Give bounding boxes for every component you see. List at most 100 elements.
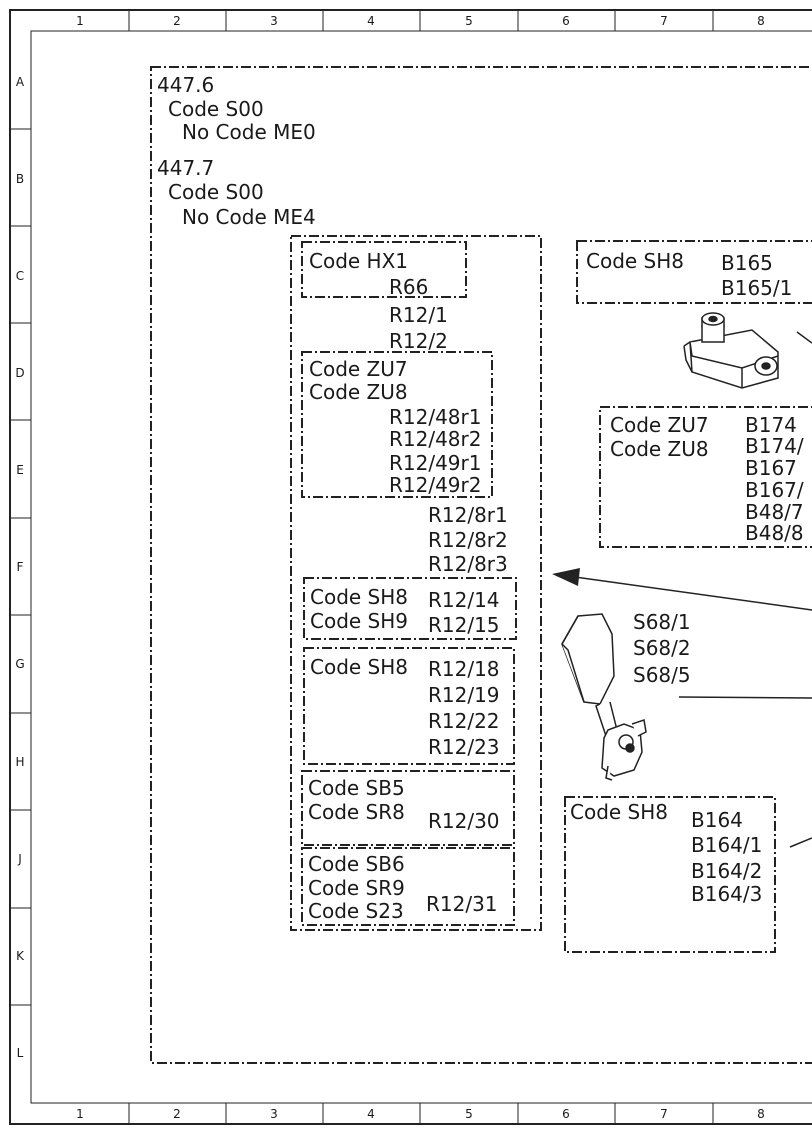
b165-leader: [796, 331, 812, 344]
component-label: B48/7: [745, 500, 804, 524]
col-label: 2: [173, 14, 181, 28]
option-code: Code SB6: [308, 852, 405, 876]
box-zu-r12: [301, 351, 493, 498]
box-zu-b: [599, 406, 812, 548]
component-label: R12/30: [428, 809, 500, 833]
component-label: R12/18: [428, 657, 500, 681]
box-hx1: [301, 241, 467, 298]
component-label: B174/: [745, 434, 804, 458]
component-label: B165: [721, 251, 773, 275]
row-label: A: [15, 75, 25, 89]
s68-leader: [678, 696, 812, 699]
component-label: S68/5: [633, 663, 691, 687]
col-label-bottom: 3: [270, 1107, 278, 1121]
component-label: R12/22: [428, 709, 500, 733]
component-label: R12/8r2: [428, 528, 508, 552]
hx1-code: Code HX1: [309, 249, 409, 273]
ruler-top-dividers: [128, 10, 714, 31]
component-label: R12/14: [428, 588, 500, 612]
group-id: 447.7: [157, 156, 215, 180]
component-label: R12/49r1: [389, 451, 482, 475]
component-label: R12/8r1: [428, 503, 508, 527]
sensor-illustration: [683, 312, 779, 389]
component-label: R66: [389, 275, 429, 299]
row-label: H: [15, 755, 25, 769]
component-label: B48/8: [745, 521, 804, 545]
component-label: R12/31: [426, 892, 498, 916]
group-no-code: No Code ME0: [182, 120, 316, 144]
option-code: Code SH8: [310, 585, 409, 609]
row-label: C: [15, 269, 25, 283]
component-label: B164/3: [691, 882, 763, 906]
component-label: R12/48r1: [389, 405, 482, 429]
option-code: Code SH8: [570, 800, 669, 824]
box-sh8-b165: [576, 240, 812, 304]
option-code: Code ZU8: [610, 437, 709, 461]
col-label: 5: [465, 14, 473, 28]
col-label: 7: [660, 14, 668, 28]
component-label: R12/23: [428, 735, 500, 759]
option-code: Code ZU8: [309, 380, 408, 404]
row-label: K: [16, 949, 24, 963]
outer-frame: [9, 9, 812, 1125]
option-code: Code ZU7: [309, 357, 408, 381]
row-label: B: [15, 172, 25, 186]
row-label: D: [15, 366, 25, 380]
row-label: J: [18, 852, 22, 866]
box-sh8-b164: [564, 796, 776, 953]
component-label: R12/1: [389, 303, 448, 327]
component-label: R12/49r2: [389, 473, 482, 497]
col-label-bottom: 7: [660, 1107, 668, 1121]
component-label: R12/2: [389, 329, 448, 353]
box-sb5: [301, 770, 515, 846]
option-code: Code SH8: [586, 249, 685, 273]
component-label: B167/: [745, 478, 804, 502]
component-label: R12/19: [428, 683, 500, 707]
option-code: Code ZU7: [610, 413, 709, 437]
component-label: S68/1: [633, 610, 691, 634]
option-code: Code SB5: [308, 776, 405, 800]
leader-lines: [552, 331, 812, 848]
group-no-code: No Code ME4: [182, 205, 316, 229]
col-label: 8: [757, 14, 765, 28]
component-label: B174: [745, 413, 797, 437]
col-label-bottom: 2: [173, 1107, 181, 1121]
col-label-bottom: 1: [76, 1107, 84, 1121]
option-code: Code SR9: [308, 876, 405, 900]
col-label-bottom: 4: [367, 1107, 375, 1121]
ruler-bottom-dividers: [128, 1103, 714, 1124]
option-code: Code SR8: [308, 800, 405, 824]
option-code: Code SH9: [310, 609, 409, 633]
arrow-line: [574, 576, 812, 611]
row-label: G: [15, 657, 25, 671]
row-label: E: [16, 463, 24, 477]
option-code: Code SH8: [310, 655, 409, 679]
b164-leader: [789, 837, 812, 848]
option-code: Code S23: [308, 899, 404, 923]
row-label: L: [16, 1046, 24, 1060]
component-label: B167: [745, 456, 797, 480]
component-label: B164: [691, 808, 743, 832]
component-label: B164/2: [691, 859, 763, 883]
component-label: B165/1: [721, 276, 793, 300]
component-label: R12/48r2: [389, 427, 482, 451]
group-code: Code S00: [168, 180, 264, 204]
col-label: 1: [76, 14, 84, 28]
arrow-head: [552, 568, 580, 586]
group-code: Code S00: [168, 97, 264, 121]
group-id: 447.6: [157, 73, 215, 97]
col-label-bottom: 5: [465, 1107, 473, 1121]
box-r12-main: [290, 235, 542, 931]
col-label-bottom: 6: [562, 1107, 570, 1121]
component-label: R12/15: [428, 613, 500, 637]
component-label: R12/8r3: [428, 552, 508, 576]
box-447: [150, 66, 812, 1064]
inner-frame: [30, 30, 812, 1104]
col-label: 6: [562, 14, 570, 28]
component-label: B164/1: [691, 833, 763, 857]
col-label: 4: [367, 14, 375, 28]
component-label: S68/2: [633, 636, 691, 660]
box-sh8-sh9: [303, 577, 517, 640]
switch-illustration: [561, 613, 647, 781]
